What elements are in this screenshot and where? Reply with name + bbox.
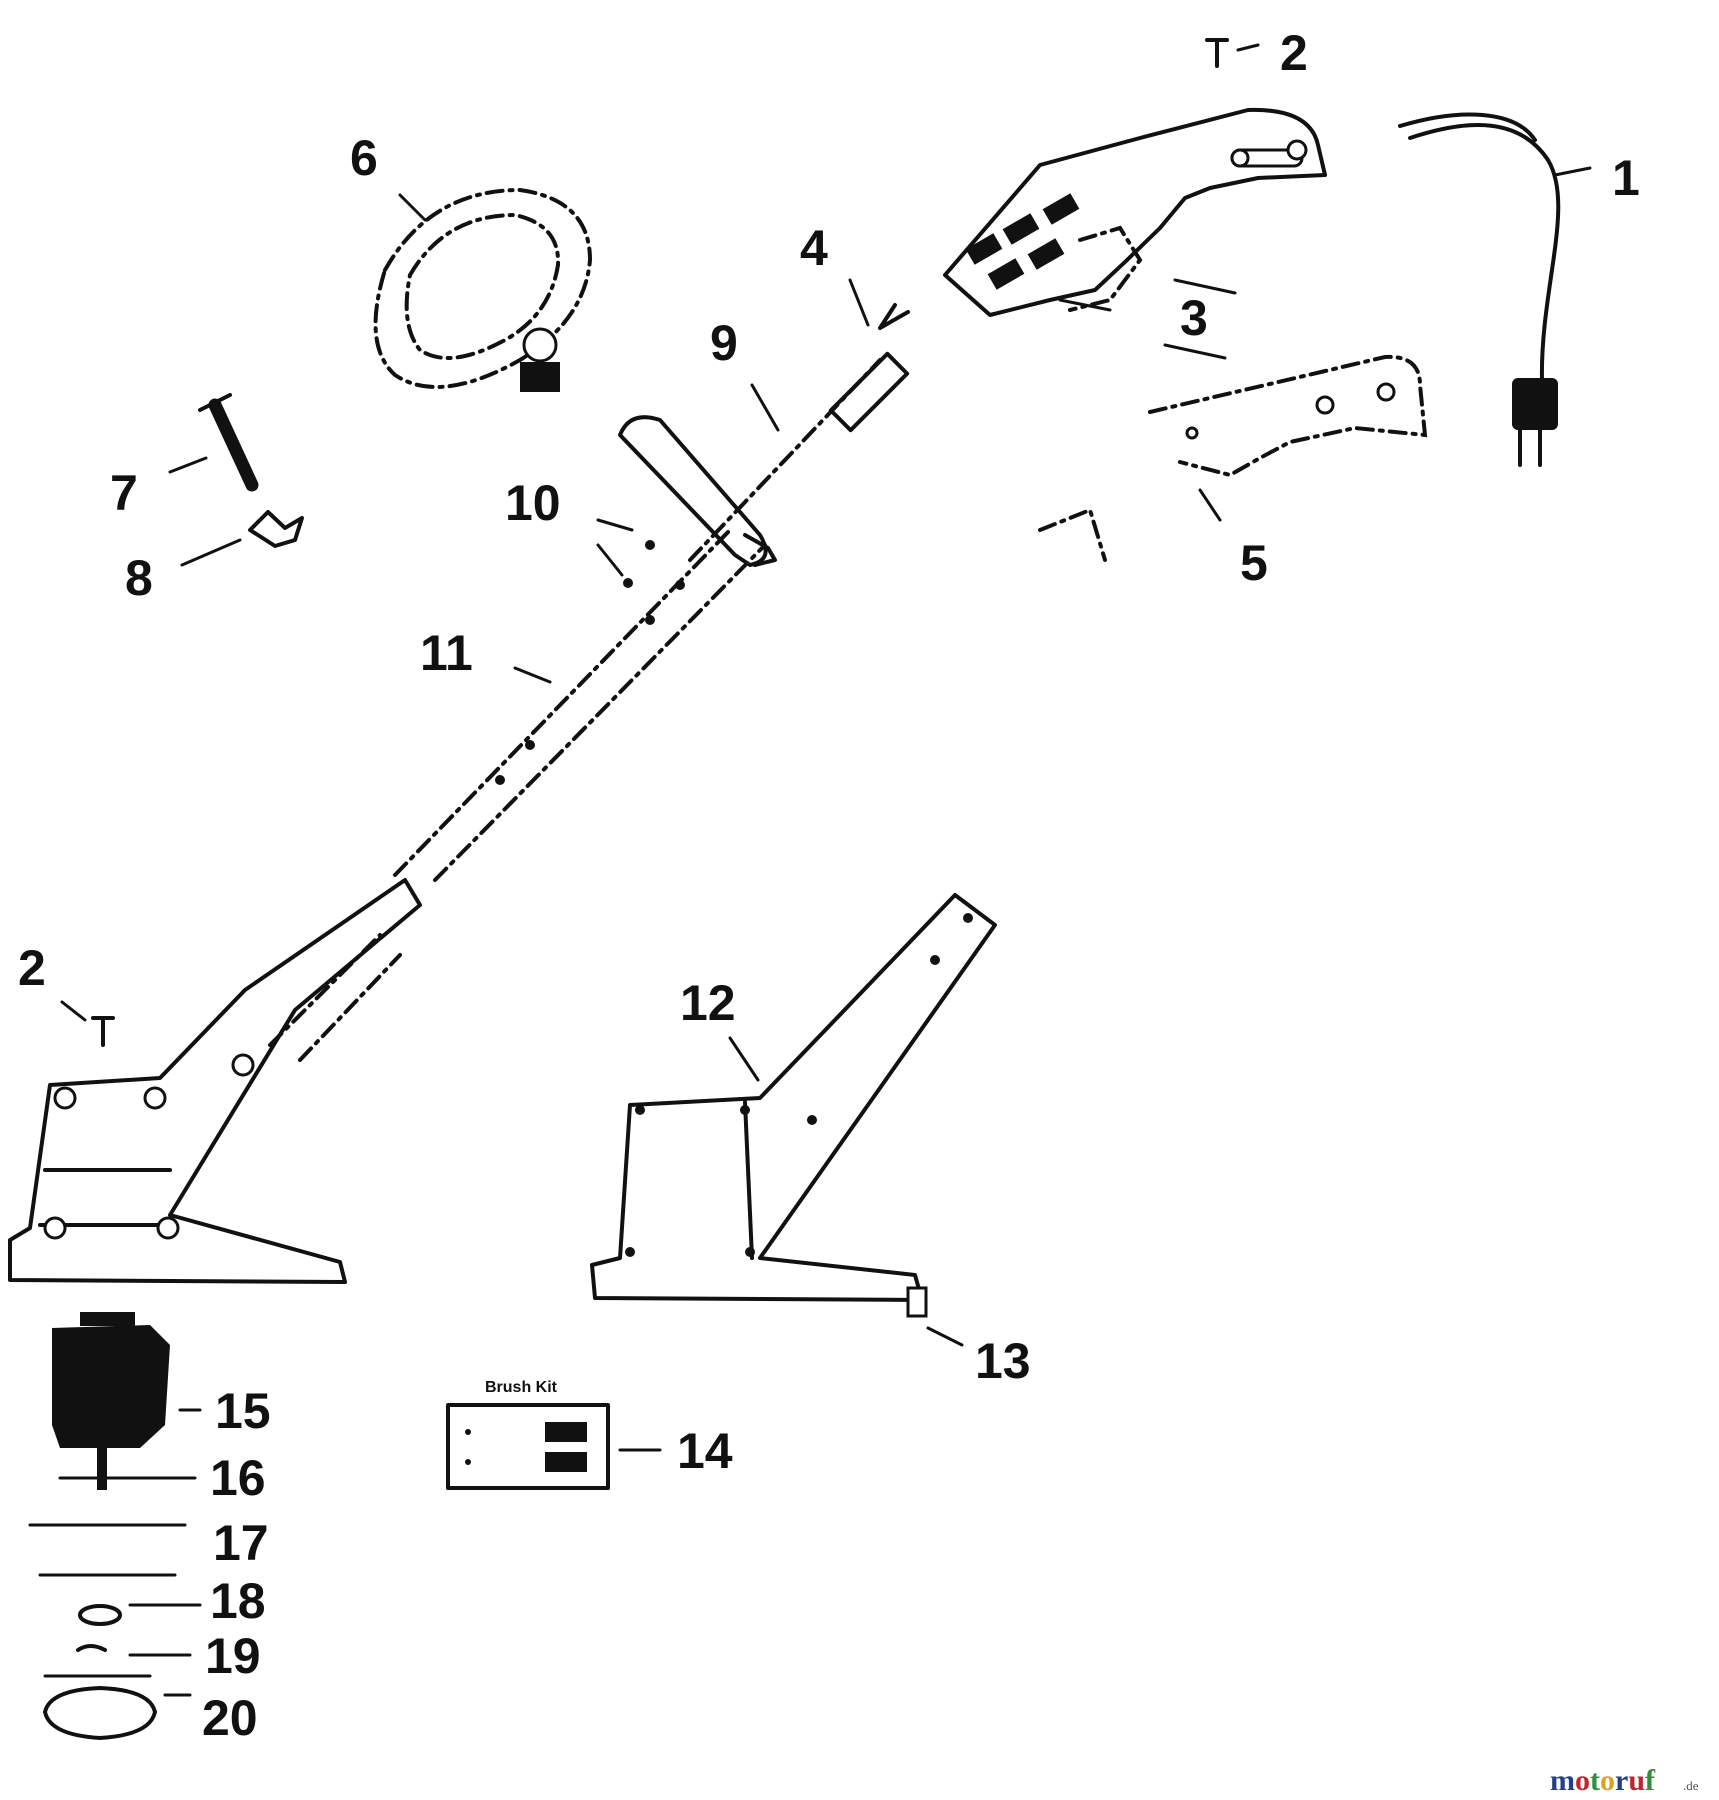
callout-4: 4 (800, 220, 828, 276)
watermark-logo: motoruf .de (1550, 1764, 1699, 1797)
callout-labels: 1 2 2 3 4 5 6 7 8 9 10 11 12 13 14 15 16… (18, 25, 1640, 1746)
part-2-screw-top (1205, 38, 1260, 68)
part-13-pin (906, 1286, 964, 1347)
part-2-screw-bottom (60, 1000, 115, 1047)
part-3-handle-housing (943, 107, 1327, 360)
part-5-handle-half (1038, 354, 1428, 562)
part-1-power-cord (1398, 112, 1592, 467)
callout-18: 18 (210, 1573, 266, 1629)
callout-7: 7 (110, 465, 138, 521)
part-17-washers (28, 1523, 187, 1577)
brush-kit-label: Brush Kit (485, 1379, 558, 1396)
part-6-auxiliary-handle (373, 187, 593, 392)
callout-3: 3 (1180, 290, 1208, 346)
motor-housing-assembly (8, 878, 422, 1284)
callout-19: 19 (205, 1628, 261, 1684)
part-16-spring (58, 1448, 197, 1490)
callout-17: 17 (213, 1515, 269, 1571)
part-4-clip (848, 278, 910, 330)
part-7-bolt (168, 393, 259, 492)
callout-9: 9 (710, 315, 738, 371)
callout-13: 13 (975, 1333, 1031, 1389)
callout-6: 6 (350, 130, 378, 186)
callout-12: 12 (680, 975, 736, 1031)
part-9-upper-shaft (618, 351, 910, 567)
callout-2-bottom: 2 (18, 940, 46, 996)
part-11-lower-shaft (393, 528, 767, 882)
part-10-screws (596, 518, 655, 588)
callout-16: 16 (210, 1450, 266, 1506)
callout-14: 14 (677, 1423, 733, 1479)
part-19-clip (76, 1644, 192, 1657)
callout-5: 5 (1240, 535, 1268, 591)
callout-15: 15 (215, 1383, 271, 1439)
part-12-guard-bracket (590, 893, 997, 1302)
part-18-nut (78, 1603, 202, 1626)
callout-11: 11 (420, 625, 473, 681)
callout-10: 10 (505, 475, 561, 531)
part-15-spool-hub (52, 1312, 202, 1448)
part-20-cap (43, 1674, 192, 1740)
callout-20: 20 (202, 1690, 258, 1746)
callout-1: 1 (1612, 150, 1640, 206)
watermark-suffix: .de (1683, 1778, 1699, 1793)
callout-2-top: 2 (1280, 25, 1308, 81)
part-14-brush-kit: Brush Kit (446, 1379, 662, 1490)
callout-8: 8 (125, 550, 153, 606)
watermark-name: motoruf (1550, 1764, 1656, 1797)
part-8-wing-nut (180, 510, 304, 567)
